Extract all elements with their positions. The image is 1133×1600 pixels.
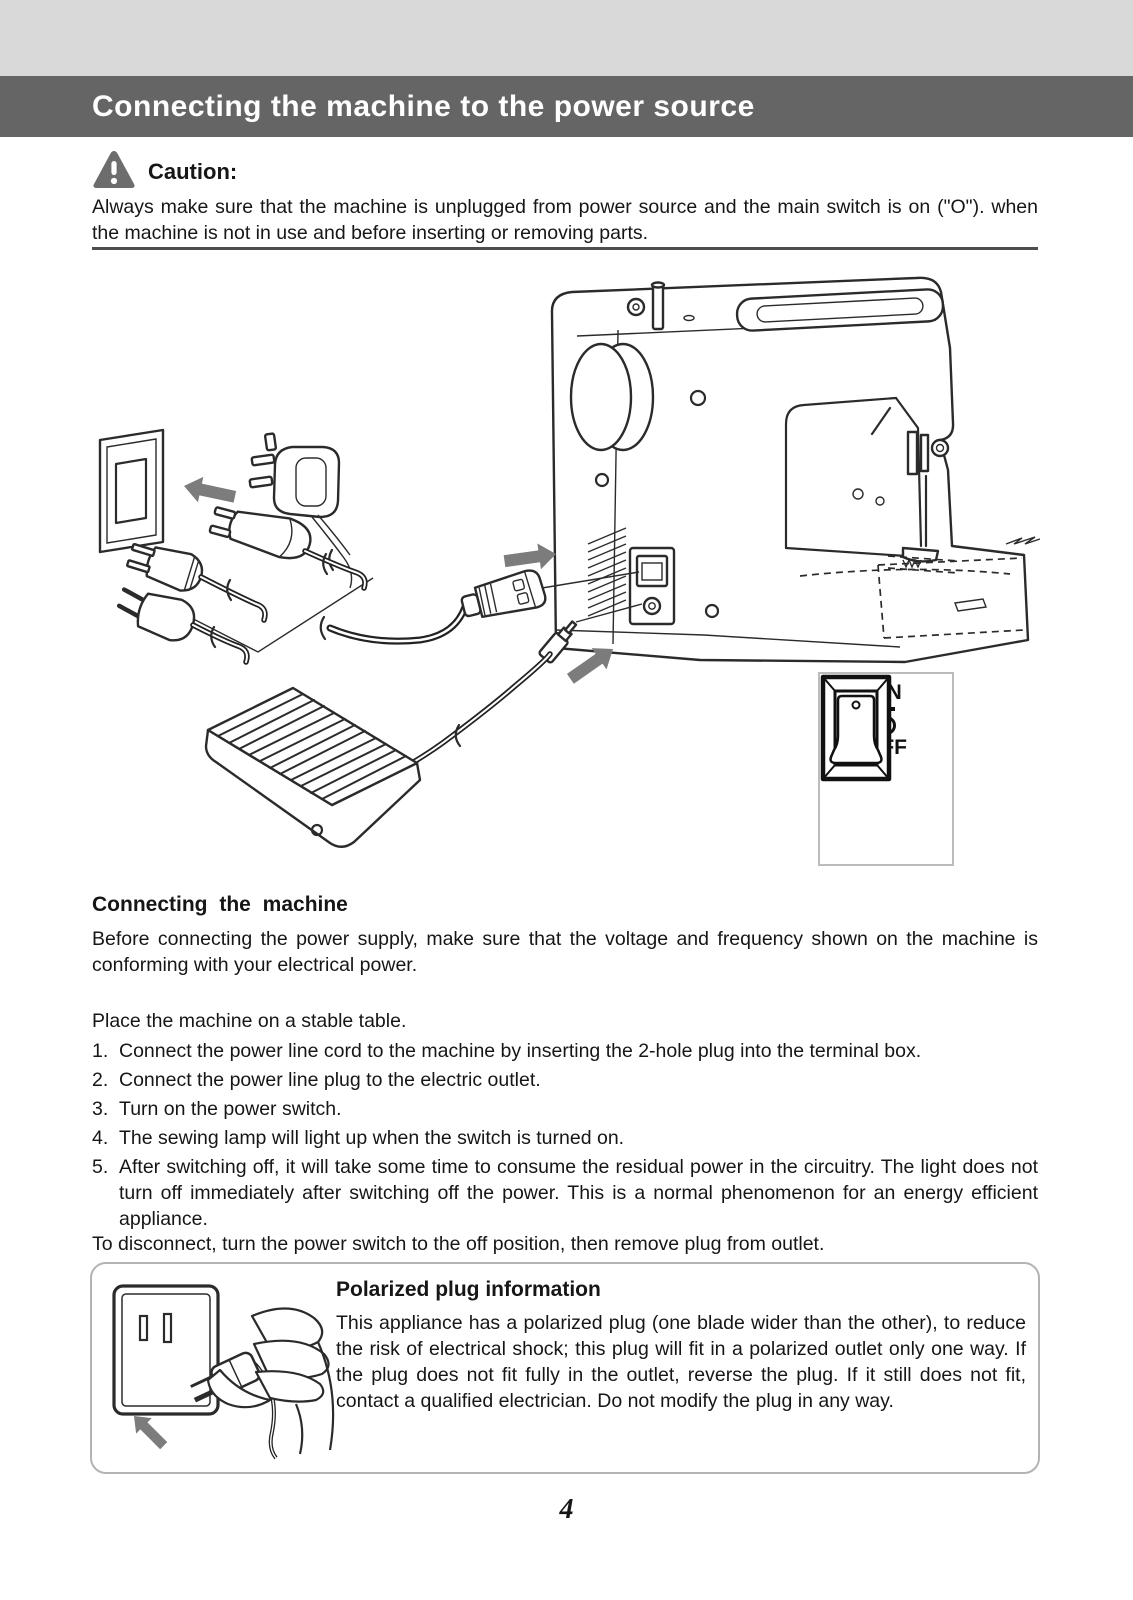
step-text: Turn on the power switch. — [119, 1098, 342, 1120]
connection-diagram-illustration — [98, 276, 1041, 848]
disconnect-text: To disconnect, turn the power switch to … — [92, 1233, 825, 1255]
sewing-machine-drawing — [550, 276, 1041, 664]
step-item: 1. Connect the power line cord to the ma… — [92, 1038, 1038, 1064]
step-number: 1. — [92, 1040, 109, 1062]
step-text: Connect the power line plug to the elect… — [119, 1069, 541, 1091]
vent-grille-drawing — [587, 527, 627, 617]
section-header-bar: Connecting the machine to the power sour… — [0, 76, 1133, 137]
step-number: 2. — [92, 1069, 109, 1091]
caution-warning-icon — [92, 149, 136, 196]
section-divider — [92, 247, 1038, 250]
step-text: Connect the power line cord to the machi… — [119, 1040, 922, 1062]
hand-with-plug-drawing — [190, 1307, 335, 1460]
step-text: The sewing lamp will light up when the s… — [119, 1127, 625, 1149]
page-title: Connecting the machine to the power sour… — [92, 90, 755, 123]
arrow-to-terminal-icon — [503, 543, 556, 570]
polarized-heading: Polarized plug information — [336, 1278, 601, 1301]
caution-label: Caution: — [148, 159, 238, 184]
rocker-switch-drawing — [820, 674, 892, 782]
page-top-band — [0, 0, 1133, 76]
power-cord-drawing — [319, 569, 640, 645]
polarized-plug-illustration — [112, 1284, 335, 1460]
place-machine-text: Place the machine on a stable table. — [92, 1010, 407, 1032]
foot-controller-drawing — [204, 651, 553, 848]
step-item: 2. Connect the power line plug to the el… — [92, 1067, 1038, 1093]
uk-plug-drawing — [208, 506, 368, 591]
step-item: 3. Turn on the power switch. — [92, 1096, 1038, 1122]
accessory-box-drawing — [799, 536, 1041, 639]
step-item: 5. After switching off, it will take som… — [92, 1154, 1038, 1232]
step-item: 4. The sewing lamp will light up when th… — [92, 1125, 1038, 1151]
arrow-to-plate-icon — [134, 1416, 168, 1450]
power-switch-detail: ON OFF — [818, 672, 954, 866]
arrow-to-jack-icon — [566, 648, 613, 684]
connecting-steps: 1. Connect the power line cord to the ma… — [92, 1038, 1038, 1235]
connection-diagram: ON OFF — [0, 258, 1133, 873]
page-number: 4 — [559, 1494, 574, 1525]
caution-text: Always make sure that the machine is unp… — [92, 196, 1038, 244]
step-number: 3. — [92, 1098, 109, 1120]
connecting-heading: Connecting the machine — [92, 893, 348, 916]
wall-outlet-drawing — [98, 428, 165, 554]
eu-plug-drawing — [116, 587, 250, 665]
terminal-box-drawing — [628, 546, 676, 626]
caution-header: Caution: — [92, 150, 237, 194]
arrow-to-outlet-icon — [184, 476, 237, 503]
outlet-plate-drawing — [112, 1284, 220, 1416]
polarized-text: This appliance has a polarized plug (one… — [336, 1312, 1026, 1412]
connecting-intro: Before connecting the power supply, make… — [92, 928, 1038, 976]
us-plug-drawing — [126, 542, 268, 623]
ac-adapter-drawing — [248, 432, 353, 589]
step-number: 4. — [92, 1127, 109, 1149]
polarized-plug-box: Polarized plug information This applianc… — [90, 1262, 1040, 1474]
cord-group-bracket — [167, 577, 374, 653]
step-number: 5. — [92, 1156, 109, 1178]
step-text: After switching off, it will take some t… — [119, 1156, 1038, 1230]
